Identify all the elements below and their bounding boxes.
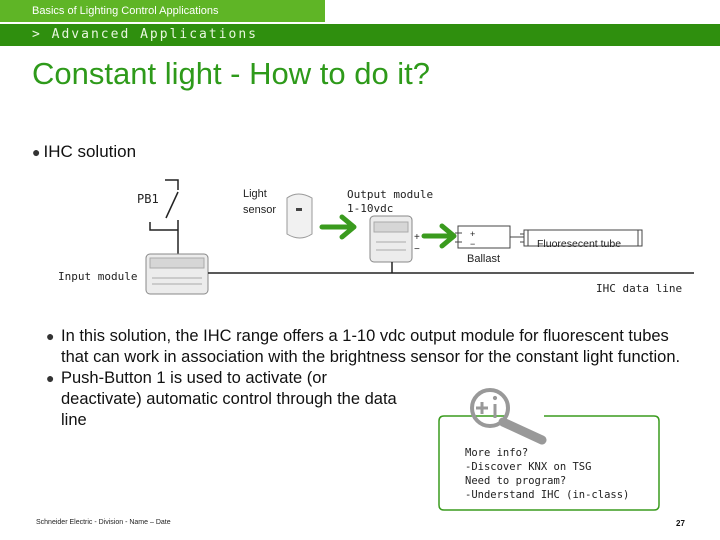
output-module xyxy=(369,215,413,263)
info-line: -Discover KNX on TSG xyxy=(465,461,592,473)
pb1-label: PB1 xyxy=(137,192,159,206)
bullet-icon: ● xyxy=(46,328,55,344)
light-sensor-label-2: sensor xyxy=(243,204,276,216)
bullet-item: ● In this solution, the IHC range offers … xyxy=(46,326,696,368)
body-bullets: ● In this solution, the IHC range offers … xyxy=(46,326,696,431)
bullet-icon: ● xyxy=(32,144,41,160)
bullet-item: ● Push-Button 1 is used to activate (or d… xyxy=(46,368,411,431)
wiring-diagram: PB1 Input module Light sensor Output mod… xyxy=(58,179,694,295)
bullet-icon: ● xyxy=(46,370,55,386)
bullet-text: Push-Button 1 is used to activate (or de… xyxy=(61,369,397,429)
info-line: -Understand IHC (in-class) xyxy=(465,489,630,501)
page-number: 27 xyxy=(676,519,685,528)
ballast-plus: + xyxy=(470,229,475,239)
output-minus: − xyxy=(414,244,420,255)
input-module xyxy=(145,253,209,295)
info-icon xyxy=(470,388,547,445)
intro-bullet-text: IHC solution xyxy=(43,142,137,161)
info-text: More info? -Discover KNX on TSG Need to … xyxy=(465,446,629,502)
header-breadcrumb-bar: Basics of Lighting Control Applications xyxy=(0,0,325,22)
output-module-label-1: Output module xyxy=(347,188,433,201)
ihc-data-line xyxy=(208,262,694,274)
light-sensor xyxy=(286,193,313,239)
fluorescent-tube xyxy=(520,229,643,247)
footer-text: Schneider Electric - Division - Name – D… xyxy=(36,519,171,526)
data-line-label: IHC data line xyxy=(596,282,682,295)
bullet-text: In this solution, the IHC range offers a… xyxy=(61,327,681,366)
info-line: More info? xyxy=(465,447,529,459)
arrow-icon xyxy=(319,214,357,240)
input-module-label: Input module xyxy=(58,270,137,283)
light-sensor-label-1: Light xyxy=(243,188,267,200)
intro-bullet: ●IHC solution xyxy=(32,142,136,162)
output-module-label-2: 1-10vdc xyxy=(347,202,393,215)
tube-label: Fluoresecent tube xyxy=(537,238,621,250)
ballast-minus: − xyxy=(470,239,475,249)
ballast-label: Ballast xyxy=(467,253,500,265)
arrow-icon xyxy=(421,223,457,249)
info-box xyxy=(438,388,660,511)
page-title: Constant light - How to do it? xyxy=(32,56,431,91)
header-breadcrumb: Basics of Lighting Control Applications xyxy=(32,5,219,17)
section-title: > Advanced Applications xyxy=(32,27,259,42)
info-line: Need to program? xyxy=(465,475,567,487)
section-bar: > Advanced Applications xyxy=(0,24,720,46)
ballast xyxy=(455,225,511,249)
output-plus: + xyxy=(414,232,420,243)
